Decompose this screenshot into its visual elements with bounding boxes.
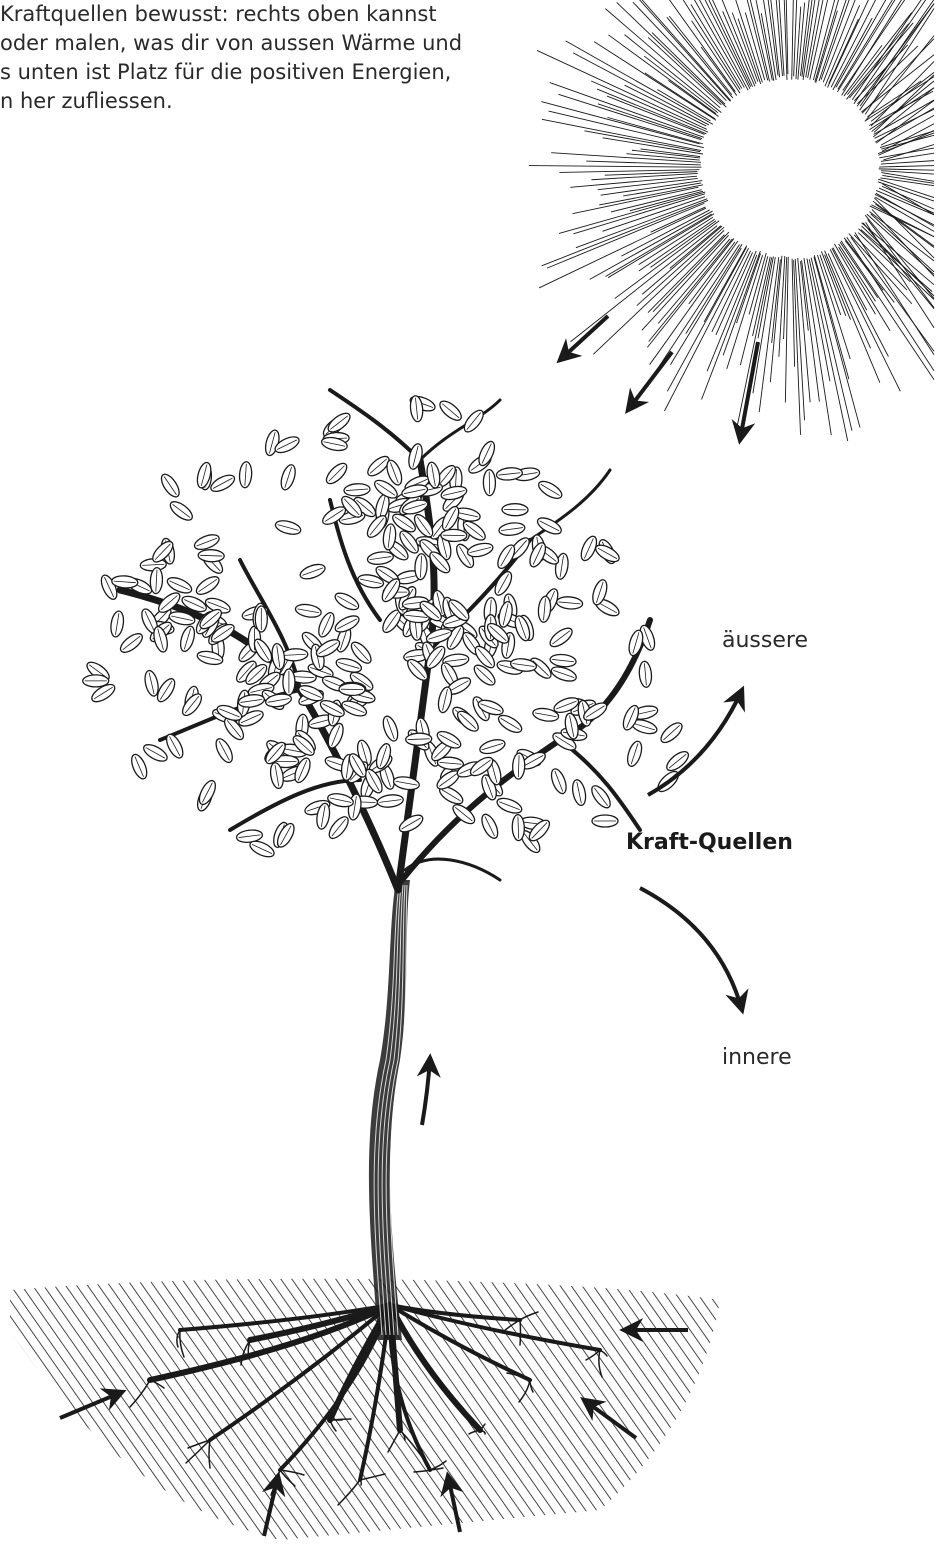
sun-icon xyxy=(529,0,934,441)
sun-arrows xyxy=(560,316,758,440)
label-inner-sources: innere xyxy=(722,1045,792,1070)
label-outer-sources: äussere xyxy=(722,628,808,653)
arrow-icon xyxy=(640,888,742,1010)
arrow-icon xyxy=(560,316,608,360)
arrow-icon xyxy=(628,352,672,410)
label-power-sources: Kraft-Quellen xyxy=(626,830,793,855)
tree-leaves xyxy=(83,394,692,860)
arrow-icon xyxy=(422,1058,430,1125)
